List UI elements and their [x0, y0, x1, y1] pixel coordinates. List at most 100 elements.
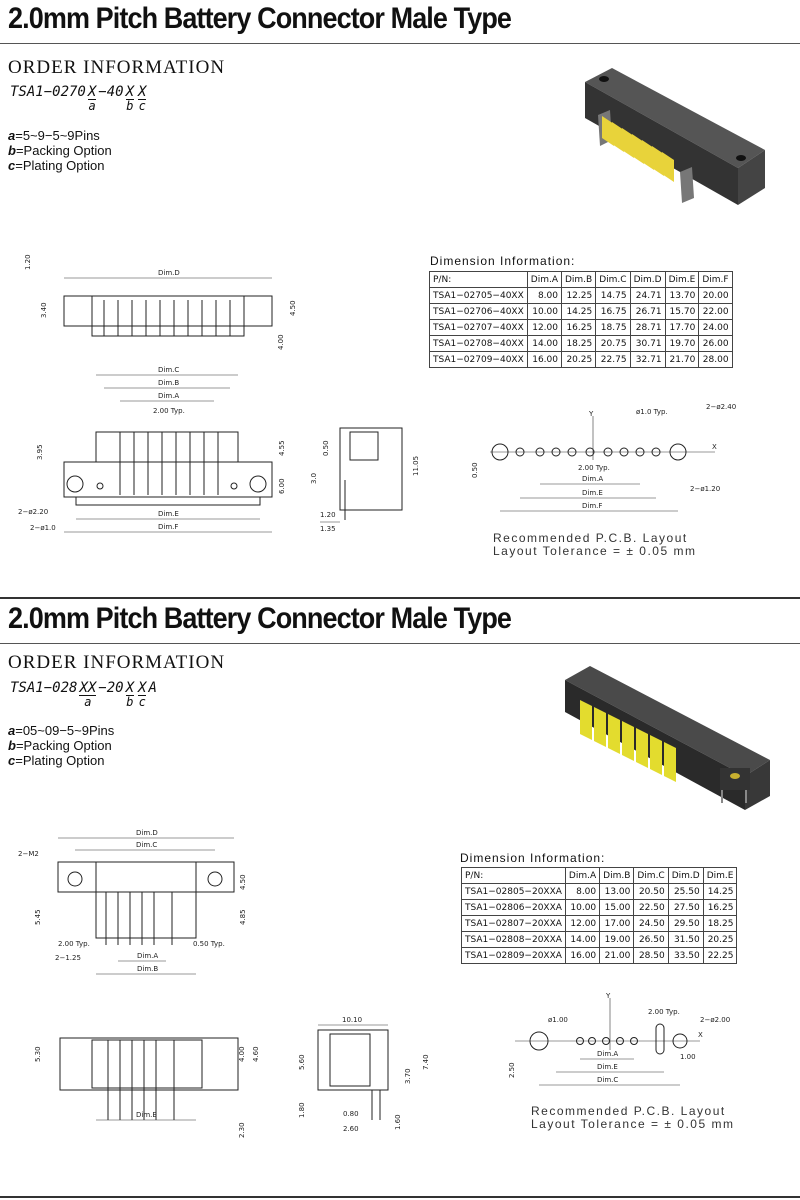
svg-text:1.00: 1.00: [680, 1053, 696, 1061]
svg-text:Dim.B: Dim.B: [137, 965, 158, 973]
svg-text:Dim.D: Dim.D: [136, 829, 158, 837]
dim-d-label: Dim.D: [158, 269, 180, 277]
svg-text:Y: Y: [605, 992, 611, 1000]
option-a: a=05~09−5~9Pins: [8, 723, 115, 738]
svg-text:1.20: 1.20: [320, 511, 336, 519]
svg-text:4.00: 4.00: [238, 1046, 246, 1062]
svg-text:4.50: 4.50: [289, 300, 297, 316]
svg-text:Dim.C: Dim.C: [136, 841, 157, 849]
svg-text:1.60: 1.60: [394, 1114, 402, 1130]
svg-text:2.00 Typ.: 2.00 Typ.: [648, 1008, 680, 1016]
connector-3d-image: [585, 68, 765, 205]
svg-text:0.50: 0.50: [471, 462, 479, 478]
svg-text:2−ø1.20: 2−ø1.20: [690, 485, 720, 493]
svg-text:1.35: 1.35: [320, 525, 336, 533]
svg-text:Dim.B: Dim.B: [158, 379, 179, 387]
section-40-series: 2.0mm Pitch Battery Connector Male Type …: [0, 2, 800, 558]
svg-text:3.95: 3.95: [36, 444, 44, 460]
svg-text:0.50 Typ.: 0.50 Typ.: [193, 940, 225, 948]
section-divider: [0, 1196, 800, 1198]
top-view-drawing: Dim.D 1.20 3.40 4.50 4.00: [24, 254, 297, 350]
technical-drawing: Dim.D Dim.C 2−M2 5.45 4.50 4.85 2.00 Typ…: [18, 666, 770, 1138]
section-20-series: 2.0mm Pitch Battery Connector Male Type …: [0, 600, 800, 1200]
svg-text:Dim.A: Dim.A: [158, 392, 179, 400]
contact-pins: [602, 116, 674, 182]
svg-text:2.00 Typ.: 2.00 Typ.: [58, 940, 90, 948]
svg-text:3.70: 3.70: [404, 1068, 412, 1084]
svg-text:2.00 Typ.: 2.00 Typ.: [153, 407, 185, 415]
order-heading: ORDER INFORMATION: [8, 652, 226, 673]
technical-drawing: Dim.D 1.20 3.40 4.50 4.00 Dim.C Dim.B Di…: [18, 68, 765, 533]
svg-text:4.50: 4.50: [239, 874, 247, 890]
option-b: b=Packing Option: [8, 738, 112, 753]
order-heading: ORDER INFORMATION: [8, 57, 226, 78]
svg-text:Dim.A: Dim.A: [597, 1050, 618, 1058]
svg-text:0.80: 0.80: [343, 1110, 359, 1118]
side-view-drawing: 10.10 5.60 1.80 3.70 7.40 0.80 2.60 1.60: [298, 1016, 430, 1133]
title-divider: [0, 643, 800, 644]
svg-text:2−ø2.40: 2−ø2.40: [706, 403, 736, 411]
svg-text:Dim.E: Dim.E: [582, 489, 603, 497]
option-b: b=Packing Option: [8, 143, 112, 158]
svg-text:Dim.E: Dim.E: [158, 510, 179, 518]
svg-text:7.40: 7.40: [422, 1054, 430, 1070]
option-c: c=Plating Option: [8, 158, 105, 173]
code-mid: −20: [98, 680, 124, 696]
side-view-drawing: 0.50 3.0 11.05 1.20 1.35: [310, 427, 420, 533]
svg-text:1.20: 1.20: [24, 254, 32, 270]
svg-text:2−1.25: 2−1.25: [55, 954, 81, 962]
code-suffix: A: [148, 680, 157, 696]
bottom-view-drawing: Dim.E 5.30 4.00 4.60 2.30: [34, 1037, 260, 1138]
svg-text:2−ø2.20: 2−ø2.20: [18, 508, 48, 516]
svg-text:Dim.F: Dim.F: [158, 523, 178, 531]
pcb-layout-drawing: X Y ø1.0 Typ. 2−ø2.40 2−ø1.20 2.00 Typ. …: [471, 403, 736, 512]
svg-text:Dim.E: Dim.E: [136, 1111, 157, 1119]
svg-text:2−ø2.00: 2−ø2.00: [700, 1016, 730, 1024]
svg-text:5.60: 5.60: [298, 1054, 306, 1070]
option-c: c=Plating Option: [8, 753, 105, 768]
front-view-drawing: Dim.C Dim.B Dim.A 2.00 Typ. Dim.E Dim.F …: [18, 366, 286, 533]
svg-text:Dim.C: Dim.C: [158, 366, 179, 374]
code-prefix: TSA1−028: [10, 680, 78, 696]
svg-text:4.00: 4.00: [277, 334, 285, 350]
svg-text:2−ø1.0: 2−ø1.0: [30, 524, 56, 532]
svg-text:4.55: 4.55: [278, 440, 286, 456]
svg-text:2.60: 2.60: [343, 1125, 359, 1133]
dimension-title: Dimension Information:: [430, 254, 576, 268]
svg-text:X: X: [712, 443, 717, 451]
svg-text:4.85: 4.85: [239, 909, 247, 925]
front-view-drawing: Dim.D Dim.C 2−M2 5.45 4.50 4.85 2.00 Typ…: [18, 829, 247, 975]
svg-text:Dim.E: Dim.E: [597, 1063, 618, 1071]
svg-text:Dim.F: Dim.F: [582, 502, 602, 510]
svg-text:ø1.00: ø1.00: [548, 1016, 568, 1024]
svg-text:2.50: 2.50: [508, 1062, 516, 1078]
code-prefix: TSA1−0270: [10, 84, 86, 100]
dimension-title: Dimension Information:: [460, 851, 606, 865]
svg-text:Dim.C: Dim.C: [597, 1076, 618, 1084]
svg-text:2.00 Typ.: 2.00 Typ.: [578, 464, 610, 472]
svg-text:X: X: [698, 1031, 703, 1039]
svg-text:5.30: 5.30: [34, 1046, 42, 1062]
option-a: a=5~9−5~9Pins: [8, 128, 100, 143]
contact-pins: [580, 700, 676, 782]
svg-text:Dim.A: Dim.A: [137, 952, 158, 960]
svg-text:2−M2: 2−M2: [18, 850, 39, 858]
svg-text:1.80: 1.80: [298, 1102, 306, 1118]
svg-text:Dim.A: Dim.A: [582, 475, 603, 483]
